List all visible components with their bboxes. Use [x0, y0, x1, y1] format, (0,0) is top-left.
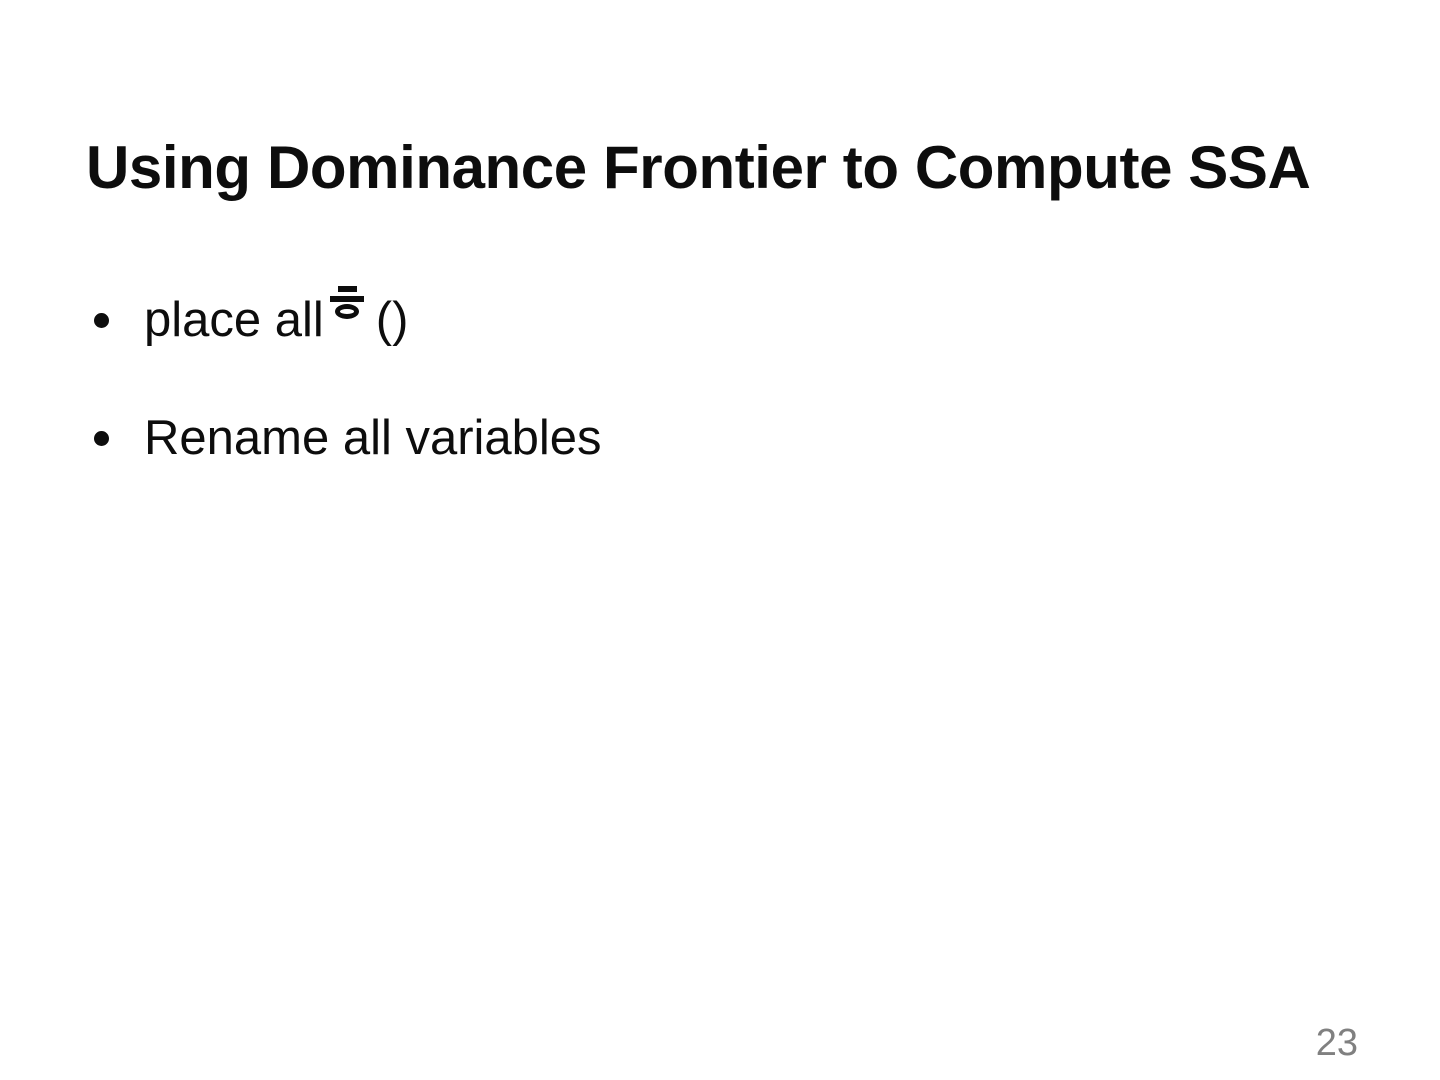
list-item: place all ()	[86, 286, 1356, 350]
slide-title: Using Dominance Frontier to Compute SSA	[86, 134, 1311, 202]
bullet-dot-icon	[94, 410, 114, 468]
bullet-list: place all () Rename all variables	[86, 286, 1356, 468]
bullet-text-before: place all	[144, 293, 324, 347]
list-item: Rename all variables	[86, 410, 1356, 468]
bullet-dot-icon	[94, 292, 114, 350]
bullet-text-before: Rename all variables	[144, 410, 602, 465]
phi-fallback-glyph-icon	[329, 286, 364, 319]
bullet-text-after: ()	[375, 293, 409, 347]
page-number: 23	[1315, 1022, 1358, 1064]
